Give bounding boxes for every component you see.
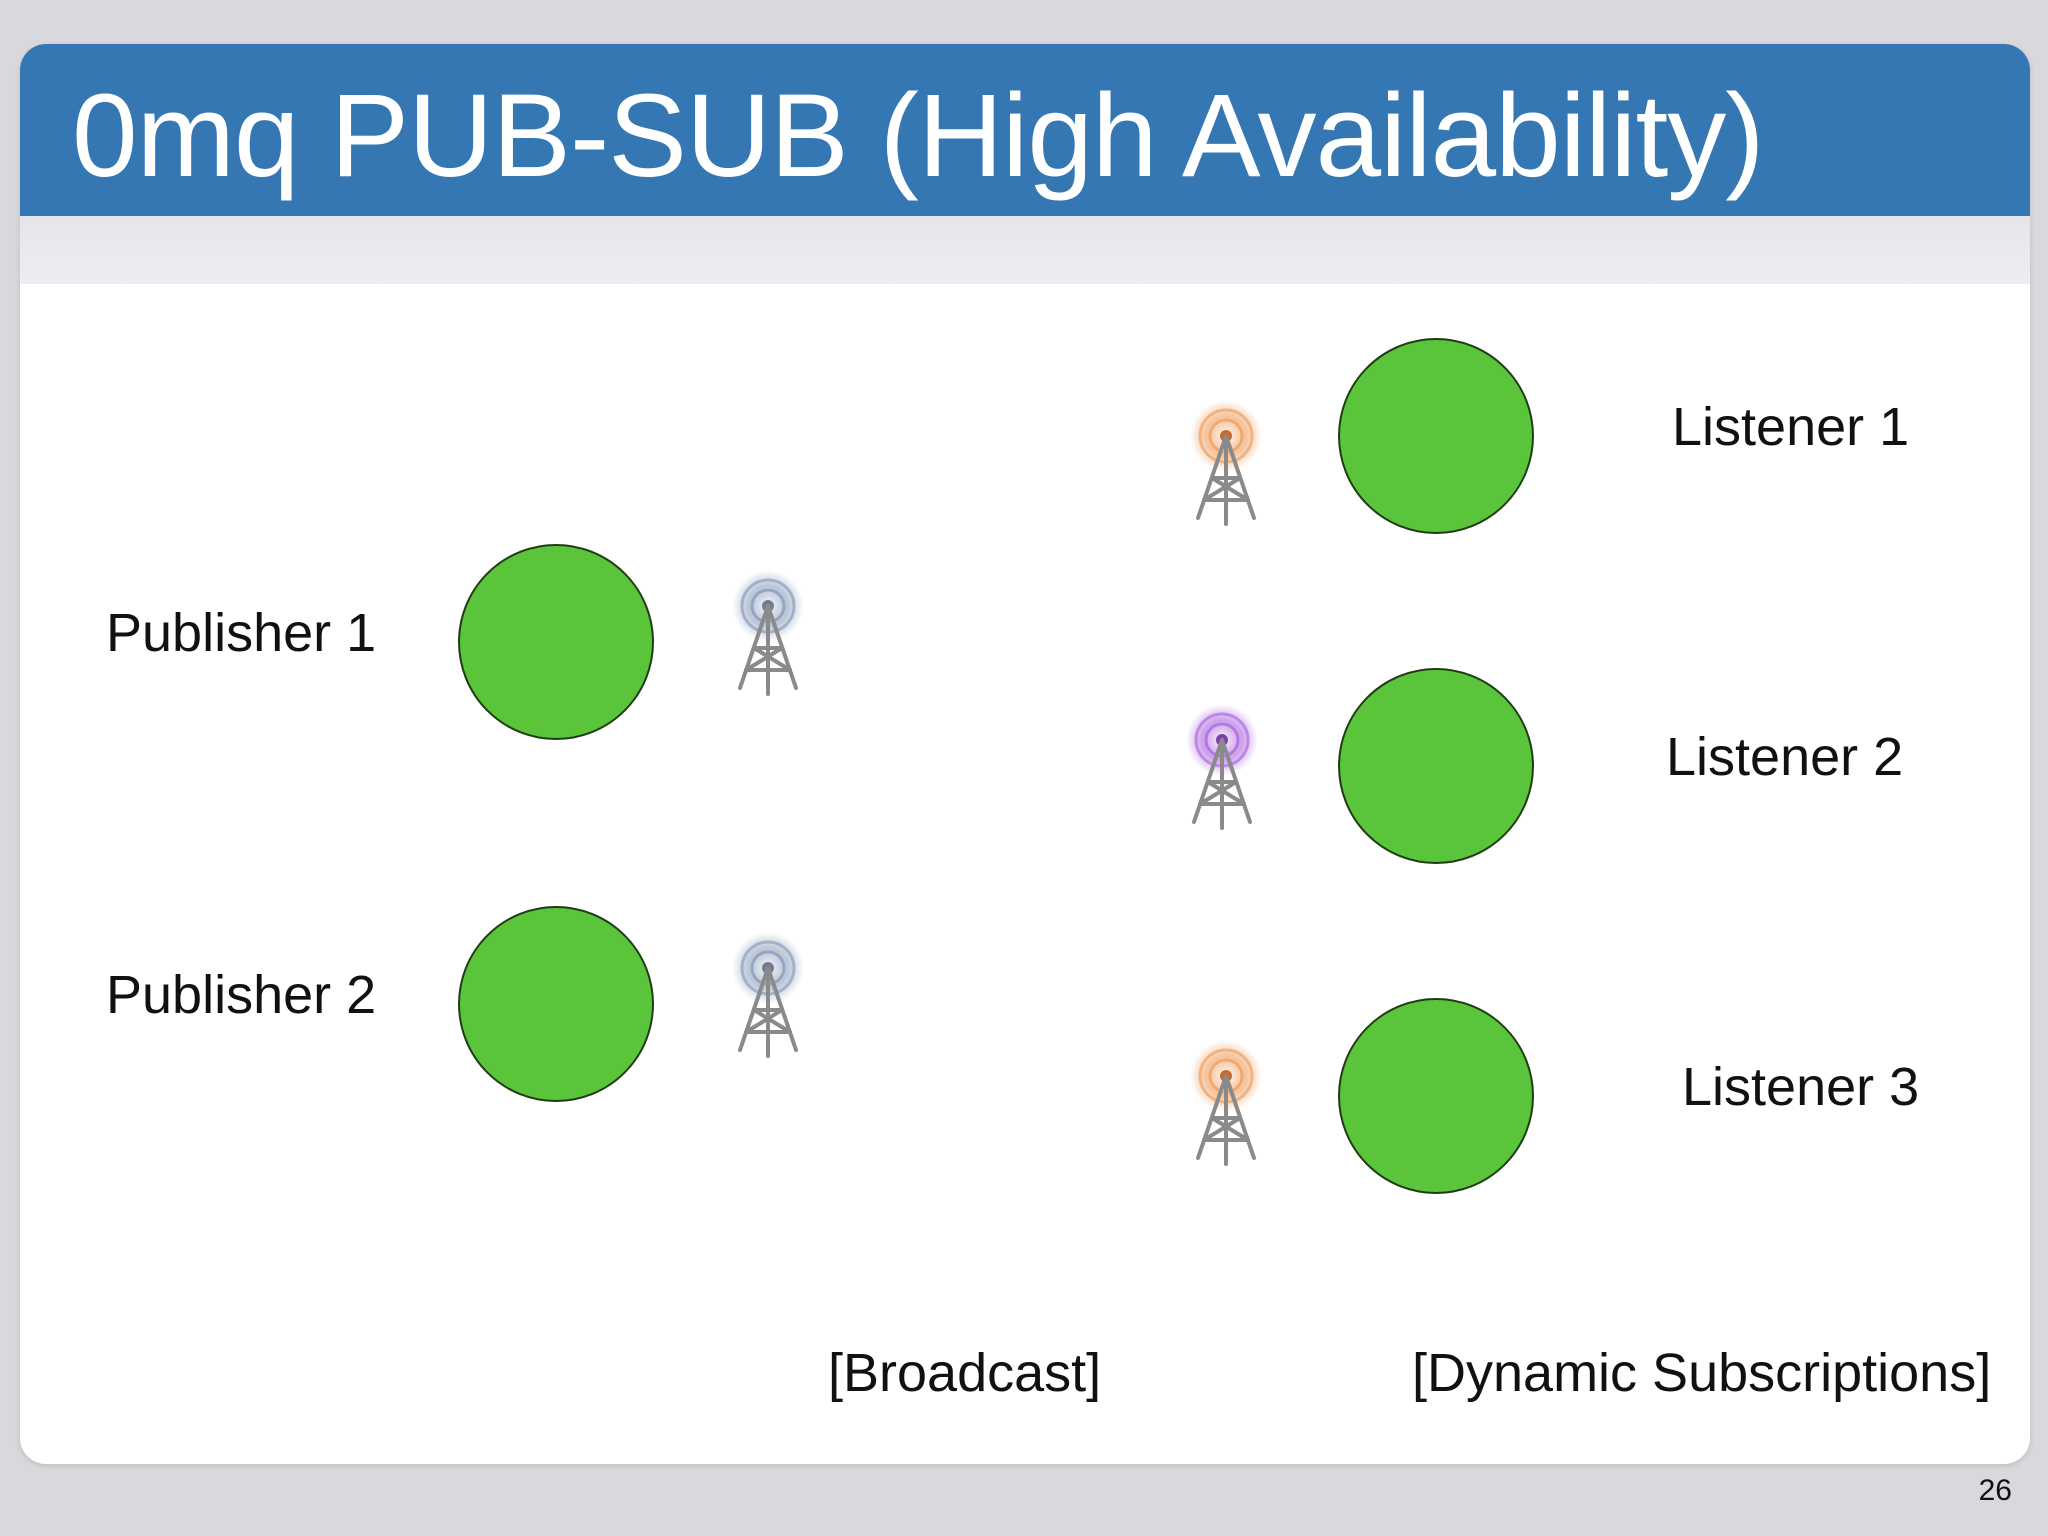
broadcast-tower-icon — [732, 932, 804, 1058]
listener-1-label: Listener 1 — [1672, 397, 1910, 457]
title-bar: 0mq PUB-SUB (High Availability) — [20, 44, 2030, 216]
listener-1-node — [1338, 338, 1534, 534]
listener-2-node — [1338, 668, 1534, 864]
slide-title: 0mq PUB-SUB (High Availability) — [72, 70, 1765, 202]
broadcast-tower-icon — [1186, 704, 1258, 830]
page-number: 26 — [1978, 1474, 2012, 1507]
listener-3-label: Listener 3 — [1682, 1057, 1920, 1117]
listener-2-label: Listener 2 — [1666, 727, 1904, 787]
publisher-1-node — [458, 544, 654, 740]
broadcast-tower-icon — [732, 570, 804, 696]
broadcast-tower-icon — [1190, 1040, 1262, 1166]
listener-3-node — [1338, 998, 1534, 1194]
dynamic-subscriptions-caption: [Dynamic Subscriptions] — [1412, 1343, 1992, 1403]
publisher-1-label: Publisher 1 — [106, 603, 377, 663]
title-shade — [20, 216, 2030, 284]
publisher-2-label: Publisher 2 — [106, 965, 377, 1025]
broadcast-caption: [Broadcast] — [828, 1343, 1102, 1403]
broadcast-tower-icon — [1190, 400, 1262, 526]
publisher-2-node — [458, 906, 654, 1102]
slide-card: 0mq PUB-SUB (High Availability) — [20, 44, 2030, 1464]
